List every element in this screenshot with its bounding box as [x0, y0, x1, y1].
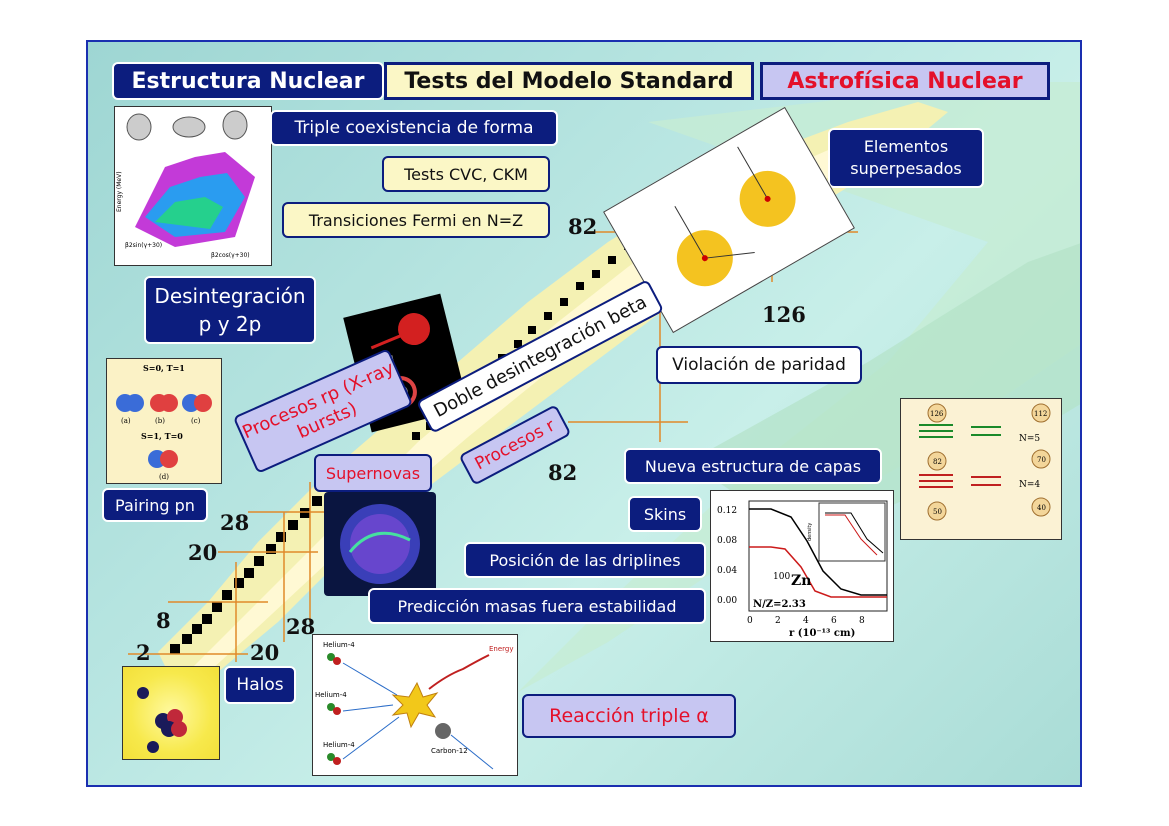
label-driplines: Posición de las driplines [464, 542, 706, 578]
magic-82-mid: 82 [548, 460, 578, 485]
shell-40: 40 [1037, 504, 1046, 512]
label-halos: Halos [224, 666, 296, 704]
shell-112: 112 [1034, 410, 1047, 418]
alpha-he1: Helium-4 [323, 641, 355, 649]
magic-2: 2 [136, 640, 151, 665]
skin-density-chart: 0.12 0.08 0.04 0.00 0 2 4 6 8 density 10… [710, 490, 894, 642]
shell-n5: N=5 [1019, 434, 1040, 444]
magic-8: 8 [156, 608, 171, 633]
header-estructura-nuclear: Estructura Nuclear [112, 62, 384, 100]
pairing-a: (a) [121, 417, 131, 425]
xtick-2: 4 [803, 616, 809, 626]
magic-20-left: 20 [188, 540, 218, 565]
label-pairing-pn: Pairing pn [102, 488, 208, 522]
xtick-0: 0 [747, 616, 753, 626]
ytick-2: 0.04 [717, 566, 737, 576]
alpha-carbon: Carbon-12 [431, 747, 468, 755]
ytick-1: 0.08 [717, 536, 737, 546]
shape-ylabel: Energy (MeV) [116, 171, 123, 212]
label-elementos-superpesados: Elementos superpesados [828, 128, 984, 188]
magic-28-left: 28 [220, 510, 250, 535]
shape-xlabel1: β2cos(γ+30) [211, 252, 250, 259]
label-violacion-paridad: Violación de paridad [656, 346, 862, 384]
slide: Estructura Nuclear Tests del Modelo Stan… [86, 40, 1082, 787]
magic-82-top: 82 [568, 214, 598, 239]
label-triple-coexistencia: Triple coexistencia de forma [270, 110, 558, 146]
alpha-energy: Energy [489, 645, 514, 653]
pairing-figure: S=0, T=1 (a) (b) (c) S=1, T=0 (d) [106, 358, 222, 484]
halo-nucleus [137, 687, 187, 753]
alpha-he3: Helium-4 [323, 741, 355, 749]
shell-70: 70 [1037, 456, 1046, 464]
shell-structure-figure: 126 112 82 70 50 40 N=5 N=4 [900, 398, 1062, 540]
magic-20-bottom: 20 [250, 640, 280, 665]
skin-nucleus: Zn [791, 573, 811, 589]
ytick-3: 0.00 [717, 596, 737, 606]
pairing-top-label: S=0, T=1 [143, 363, 185, 373]
neutron-density-curve [749, 508, 887, 596]
shape-coexistence-figure: Energy (MeV) β2cos(γ+30) β2sin(γ+30) [114, 106, 272, 266]
xtick-1: 2 [775, 616, 781, 626]
label-tests-cvc: Tests CVC, CKM [382, 156, 550, 192]
energy-surface-plot: Energy (MeV) β2cos(γ+30) β2sin(γ+30) [116, 110, 255, 259]
label-desintegracion: Desintegración p y 2p [144, 276, 316, 344]
skin-inset [818, 502, 886, 562]
label-triple-alpha: Reacción triple α [522, 694, 736, 738]
proton-density-curve [749, 546, 887, 598]
label-transiciones-fermi: Transiciones Fermi en N=Z [282, 202, 550, 238]
header-tests-modelo-standard: Tests del Modelo Standard [384, 62, 754, 100]
shell-126: 126 [930, 410, 944, 418]
beta-decay-diagram [674, 146, 796, 287]
magic-126: 126 [762, 302, 806, 327]
label-supernovas: Supernovas [314, 454, 432, 492]
ytick-0: 0.12 [717, 506, 737, 516]
skin-xlabel: r (10⁻¹³ cm) [789, 628, 855, 639]
triple-alpha-diagram: Helium-4 Helium-4 Helium-4 Energy Carbon… [315, 641, 514, 770]
shell-82: 82 [933, 458, 942, 466]
pairing-diagram: S=0, T=1 (a) (b) (c) S=1, T=0 (d) [116, 363, 212, 481]
supernova-remnant [340, 504, 420, 584]
supernova-image [324, 492, 436, 596]
skin-ratio: N/Z=2.33 [753, 599, 806, 610]
label-nueva-estructura: Nueva estructura de capas [624, 448, 882, 484]
skin-density-plot: 0.12 0.08 0.04 0.00 0 2 4 6 8 density 10… [717, 500, 888, 639]
inset-ylabel: density [807, 523, 813, 541]
xtick-4: 8 [859, 616, 865, 626]
alpha-he2: Helium-4 [315, 691, 347, 699]
magic-28-bottom: 28 [286, 614, 316, 639]
shell-50: 50 [933, 508, 942, 516]
label-skins: Skins [628, 496, 702, 532]
halo-figure [122, 666, 220, 760]
shell-n4: N=4 [1019, 480, 1040, 490]
pairing-b: (b) [155, 417, 165, 425]
xtick-3: 6 [831, 616, 837, 626]
pairing-d: (d) [159, 473, 169, 481]
shell-structure-diagram: 126 112 82 70 50 40 N=5 N=4 [919, 403, 1051, 521]
label-prediccion-masas: Predicción masas fuera estabilidad [368, 588, 706, 624]
pairing-c: (c) [191, 417, 201, 425]
shape-xlabel2: β2sin(γ+30) [125, 242, 162, 249]
beta-decay-figure [603, 106, 855, 334]
header-astrofisica-nuclear: Astrofísica Nuclear [760, 62, 1050, 100]
triple-alpha-figure: Helium-4 Helium-4 Helium-4 Energy Carbon… [312, 634, 518, 776]
pairing-bottom-label: S=1, T=0 [141, 431, 183, 441]
skin-mass: 100 [773, 572, 790, 582]
